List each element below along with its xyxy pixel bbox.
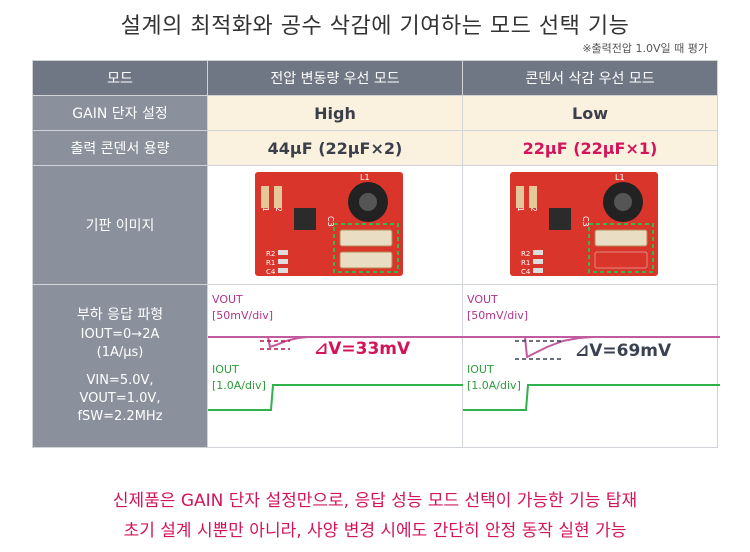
board-label-r1: R1: [521, 259, 530, 267]
waveform-plot-high: [208, 336, 463, 411]
header-capacitor-priority: 콘덴서 삭감 우선 모드: [462, 60, 718, 96]
fsw-condition: fSW=2.2MHz: [77, 409, 163, 424]
board-label-l1: L1: [360, 173, 370, 182]
evaluation-note: ※출력전압 1.0V일 때 평가: [582, 42, 708, 55]
footer-line-1: 신제품은 GAIN 단자 설정만으로, 응답 성능 모드 선택이 가능한 기능 …: [112, 491, 638, 511]
iout-label-low: IOUT: [467, 363, 494, 376]
capacitor-label: 출력 콘덴서 용량: [32, 130, 208, 166]
waveform-plot-low: [463, 336, 720, 411]
board-label-l1: L1: [615, 173, 625, 182]
delta-v-high: ⊿V=33mV: [314, 339, 411, 359]
pcb-image-one-cap: C1N1 C1N2 L1 C3 R2 R1 C4: [510, 172, 658, 276]
board-label-r1: R1: [266, 259, 275, 267]
board-image-low: C1N1 C1N2 L1 C3 R2 R1 C4: [462, 165, 718, 285]
iout-scale-low: [1.0A/div]: [467, 379, 521, 392]
pcb-image-two-caps: C1N1 C1N2 L1 C3 R2 R1 C4: [255, 172, 403, 276]
waveform-low: VOUT [50mV/div] IOUT [1.0A/div] ⊿V=69mV: [462, 284, 720, 448]
vout-scale-high: [50mV/div]: [212, 309, 274, 322]
gain-setting-label: GAIN 단자 설정: [32, 95, 208, 131]
header-mode: 모드: [32, 60, 208, 96]
board-image-label: 기판 이미지: [32, 165, 208, 285]
iout-condition: IOUT=0→2A: [80, 327, 160, 342]
vin-condition: VIN=5.0V,: [86, 373, 154, 388]
capacitor-low-value: 22μF (22μF×1): [462, 130, 718, 166]
gain-low-value: Low: [462, 95, 718, 131]
board-label-c4: C4: [521, 268, 531, 276]
load-response-label: 부하 응답 파형 IOUT=0→2A (1A/μs) VIN=5.0V, VOU…: [32, 284, 208, 448]
footer-line-2: 초기 설계 시뿐만 아니라, 사양 변경 시에도 간단히 안정 동작 실현 가능: [123, 521, 627, 541]
slew-rate-condition: (1A/μs): [96, 345, 144, 360]
delta-v-low: ⊿V=69mV: [575, 341, 672, 361]
gain-high-value: High: [207, 95, 463, 131]
vout-label-low: VOUT: [467, 293, 498, 306]
board-label-c3: C3: [581, 216, 590, 227]
comparison-table: 모드 전압 변동량 우선 모드 콘덴서 삭감 우선 모드 GAIN 단자 설정 …: [32, 60, 720, 448]
page-title: 설계의 최적화와 공수 삭감에 기여하는 모드 선택 기능: [120, 14, 630, 39]
load-response-title: 부하 응답 파형: [76, 307, 164, 323]
vout-scale-low: [50mV/div]: [467, 309, 529, 322]
iout-label-high: IOUT: [212, 363, 239, 376]
board-label-c4: C4: [266, 268, 276, 276]
vout-condition: VOUT=1.0V,: [79, 391, 161, 406]
capacitor-high-value: 44μF (22μF×2): [207, 130, 463, 166]
iout-scale-high: [1.0A/div]: [212, 379, 266, 392]
header-voltage-priority: 전압 변동량 우선 모드: [207, 60, 463, 96]
board-image-high: C1N1 C1N2 L1 C3 R2 R1 C4: [207, 165, 463, 285]
waveform-high: VOUT [50mV/div] IOUT [1.0A/div] ⊿V=33mV: [207, 284, 463, 448]
board-label-r2: R2: [521, 250, 530, 258]
vout-label-high: VOUT: [212, 293, 243, 306]
board-label-r2: R2: [266, 250, 275, 258]
board-label-c3: C3: [326, 216, 335, 227]
